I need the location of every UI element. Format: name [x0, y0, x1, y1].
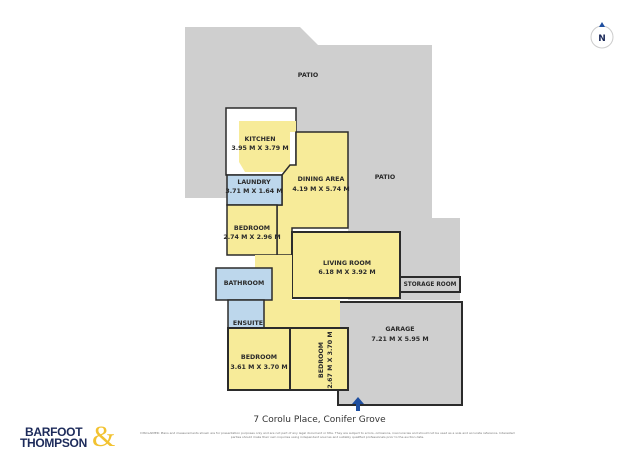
logo-ampersand: &: [92, 420, 116, 453]
hallway-area: [255, 255, 340, 328]
living-label: LIVING ROOM: [323, 260, 371, 267]
bathroom-area: [215, 267, 273, 301]
entry-arrow-icon: [352, 397, 364, 411]
bedroom2-label: BEDROOM: [241, 354, 277, 361]
brand-logo: BARFOOT THOMPSON &: [20, 422, 120, 452]
patio-side-label: PATIO: [375, 174, 396, 181]
kitchen-area: [239, 121, 296, 172]
bedroom3-size: 2.67 M X 3.70 M: [327, 331, 334, 388]
bedroom1-size: 2.74 M X 2.96 M: [223, 234, 280, 241]
laundry-label: LAUNDRY: [237, 179, 271, 186]
north-compass-icon: N: [590, 22, 614, 49]
dining-size: 4.19 M X 5.74 M: [292, 186, 349, 193]
garage-size: 7.21 M X 5.95 M: [371, 336, 428, 343]
bathroom-label: BATHROOM: [224, 280, 265, 287]
bedroom1-area: [226, 204, 278, 256]
kitchen-label: KITCHEN: [245, 136, 276, 143]
bedroom3-area: [289, 327, 349, 391]
disclaimer: DISCLAIMER: Plans and measurements shown…: [140, 431, 515, 439]
bedroom2-size: 3.61 M X 3.70 M: [230, 364, 287, 371]
kitchen-size: 3.95 M X 3.79 M: [231, 145, 288, 152]
compass-label: N: [598, 34, 606, 44]
property-address: 7 Corolu Place, Conifer Grove: [253, 415, 386, 425]
garage-area: [337, 301, 463, 406]
living-size: 6.18 M X 3.92 M: [318, 269, 375, 276]
laundry-area: [226, 174, 283, 206]
bedroom1-label: BEDROOM: [234, 225, 270, 232]
garage-label: GARAGE: [385, 326, 414, 333]
patio-label: PATIO: [298, 72, 319, 79]
ensuite-area: [227, 299, 265, 329]
bedroom3-label: BEDROOM: [318, 342, 325, 378]
dining-label: DINING AREA: [298, 176, 345, 183]
logo-line2: THOMPSON: [20, 436, 87, 450]
storage-label: STORAGE ROOM: [404, 282, 457, 288]
logo-line1: BARFOOT: [25, 425, 83, 439]
ensuite-label: ENSUITE: [233, 320, 263, 327]
laundry-size: 3.71 M X 1.64 M: [225, 188, 282, 195]
